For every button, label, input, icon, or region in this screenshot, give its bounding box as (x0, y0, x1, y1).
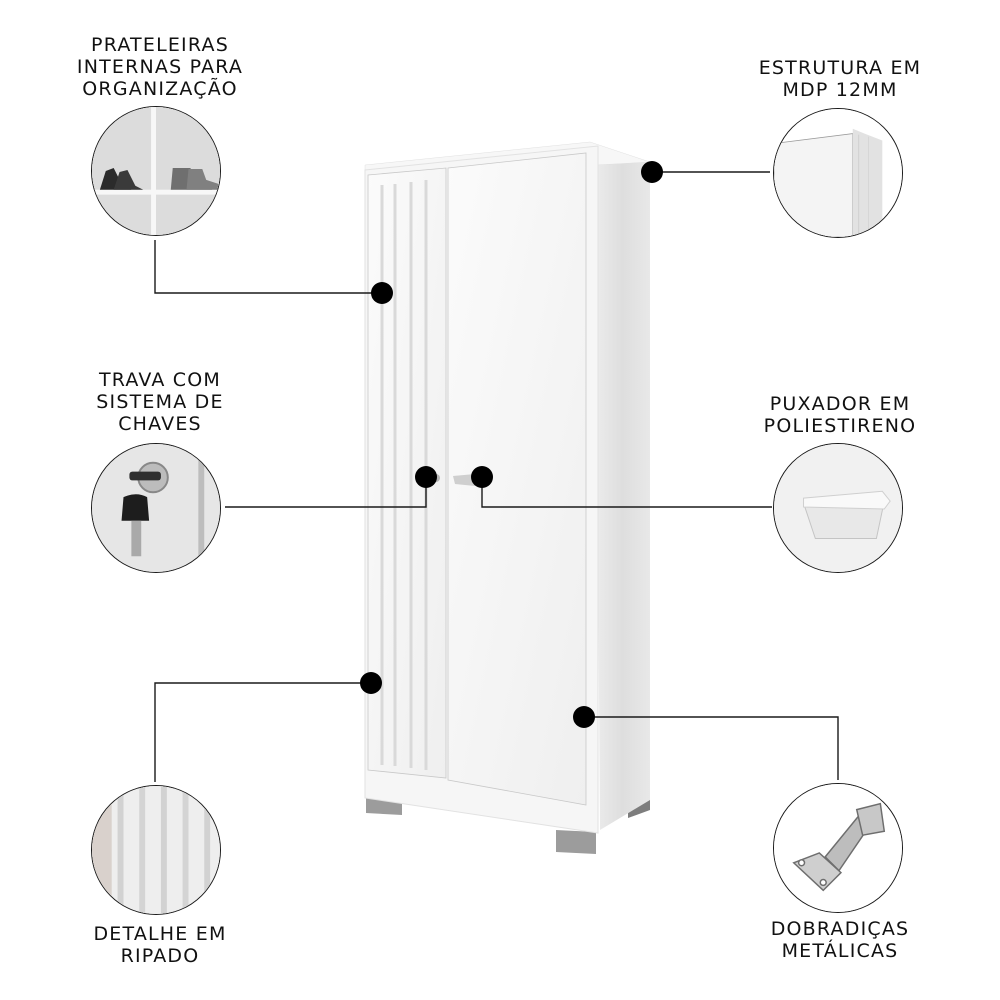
label-line: MDP 12MM (782, 79, 898, 101)
label-hinges: DOBRADIÇAS METÁLICAS (740, 918, 940, 962)
marker-lock (415, 466, 437, 488)
cabinet-side-panel (595, 145, 650, 830)
detail-structure-image (773, 108, 903, 238)
connector-hinges (585, 716, 839, 780)
label-line: CHAVES (118, 413, 202, 435)
connector-shelves (154, 240, 382, 294)
label-line: ESTRUTURA EM (758, 57, 922, 79)
label-line: INTERNAS PARA (76, 56, 244, 78)
hinge-icon (792, 802, 886, 892)
detail-shelves-image (91, 106, 221, 236)
label-line: POLIESTIRENO (763, 415, 917, 437)
label-line: TRAVA COM (98, 369, 222, 391)
label-line: DETALHE EM (93, 923, 227, 945)
label-line: PRATELEIRAS (91, 34, 229, 56)
detail-handle-image (773, 443, 903, 573)
label-slatted: DETALHE EM RIPADO (60, 923, 260, 967)
label-line: ORGANIZAÇÃO (82, 78, 238, 100)
right-door (447, 152, 587, 806)
label-line: METÁLICAS (781, 940, 899, 962)
cabinet-handle (453, 474, 475, 486)
label-line: PUXADOR EM (769, 393, 911, 415)
connector-slatted (154, 682, 370, 782)
marker-hinges (573, 706, 595, 728)
key-icon (121, 494, 150, 521)
marker-slatted (360, 672, 382, 694)
label-line: SISTEMA DE (96, 391, 224, 413)
marker-handle (471, 466, 493, 488)
label-shelves: PRATELEIRAS INTERNAS PARA ORGANIZAÇÃO (60, 34, 260, 100)
label-line: DOBRADIÇAS (770, 918, 910, 940)
detail-hinges-image (773, 783, 903, 913)
marker-shelves (371, 282, 393, 304)
detail-slatted-image (91, 785, 221, 915)
label-line: RIPADO (120, 945, 200, 967)
marker-structure (641, 161, 663, 183)
connector-lock (225, 478, 427, 508)
detail-lock-image (91, 443, 221, 573)
connector-handle (481, 478, 772, 508)
label-lock: TRAVA COM SISTEMA DE CHAVES (60, 369, 260, 435)
heels-icon (99, 168, 144, 190)
sneakers-icon (170, 168, 219, 190)
label-structure: ESTRUTURA EM MDP 12MM (740, 57, 940, 101)
label-handle: PUXADOR EM POLIESTIRENO (740, 393, 940, 437)
